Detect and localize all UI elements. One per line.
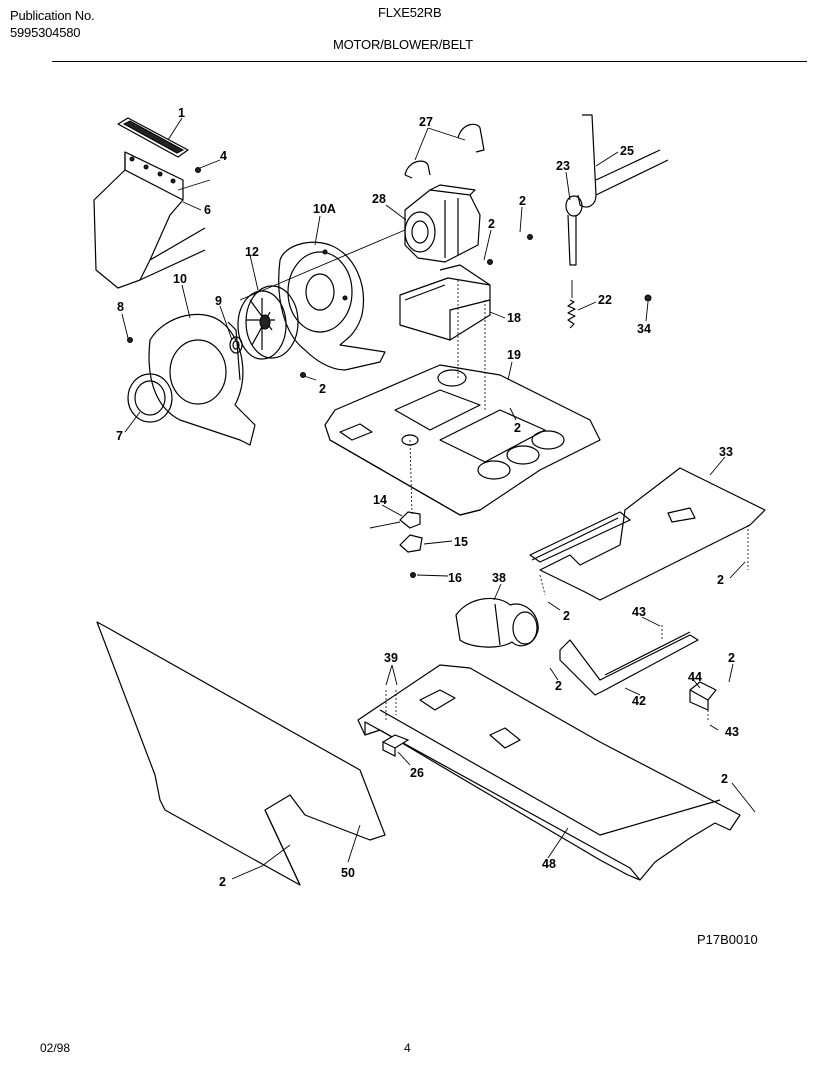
part-28-motor xyxy=(404,184,481,263)
callout-43-bottom: 43 xyxy=(725,725,739,739)
part-18-motor-mount xyxy=(399,264,491,341)
callout-labels: 1 4 6 10A 12 10 8 9 7 2 27 28 2 2 23 25 … xyxy=(116,106,739,889)
callout-33: 33 xyxy=(719,445,733,459)
model-number: FLXE52RB xyxy=(378,5,442,20)
callout-14: 14 xyxy=(373,493,387,507)
callout-2-motor-a: 2 xyxy=(488,217,495,231)
part-7-seal-ring xyxy=(127,373,173,423)
callout-2-panel: 2 xyxy=(717,573,724,587)
callout-6: 6 xyxy=(204,203,211,217)
part-6-blower-duct xyxy=(93,151,206,289)
callout-18: 18 xyxy=(507,311,521,325)
callout-2-panel50: 2 xyxy=(219,875,226,889)
part-50-rear-panel xyxy=(96,621,386,886)
callout-28: 28 xyxy=(372,192,386,206)
callout-38: 38 xyxy=(492,571,506,585)
callout-7: 7 xyxy=(116,429,123,443)
page-number: 4 xyxy=(404,1041,411,1055)
callout-23: 23 xyxy=(556,159,570,173)
callout-16: 16 xyxy=(448,571,462,585)
part-42-bracket xyxy=(559,631,699,696)
part-10a-blower-housing-rear xyxy=(278,241,386,371)
callout-34: 34 xyxy=(637,322,651,336)
part-19-motor-base xyxy=(324,364,601,516)
callout-8: 8 xyxy=(117,300,124,314)
callout-26: 26 xyxy=(410,766,424,780)
part-33-rail xyxy=(529,467,766,601)
part-23-idler-pulley xyxy=(565,195,583,266)
callout-25: 25 xyxy=(620,144,634,158)
part-25-idler-arm xyxy=(577,114,669,208)
callout-9: 9 xyxy=(215,294,222,308)
callout-4: 4 xyxy=(220,149,227,163)
callout-15: 15 xyxy=(454,535,468,549)
publication-number: 5995304580 xyxy=(10,25,81,40)
part-38-duct xyxy=(455,597,539,648)
callout-2-motor-b: 2 xyxy=(519,194,526,208)
part-27-motor-clips xyxy=(404,123,485,179)
part-14-15-16-leveling xyxy=(369,511,423,578)
publication-label: Publication No. xyxy=(10,8,95,23)
section-title: MOTOR/BLOWER/BELT xyxy=(333,37,473,52)
callout-1: 1 xyxy=(178,106,185,120)
part-34-screw xyxy=(644,294,652,302)
callout-12: 12 xyxy=(245,245,259,259)
callout-43-top: 43 xyxy=(632,605,646,619)
part-48-base-frame xyxy=(357,664,741,881)
part-22-idler-spring xyxy=(567,280,576,329)
callout-2-blower: 2 xyxy=(319,382,326,396)
callout-19: 19 xyxy=(507,348,521,362)
callout-27: 27 xyxy=(419,115,433,129)
part-44-clip xyxy=(689,681,717,711)
header-divider xyxy=(52,61,807,62)
callout-2-bracket: 2 xyxy=(555,679,562,693)
part-1-seal-strip xyxy=(117,117,189,158)
callout-22: 22 xyxy=(598,293,612,307)
callout-10: 10 xyxy=(173,272,187,286)
motor-screws xyxy=(487,234,533,265)
belt-line xyxy=(177,179,406,301)
callout-44: 44 xyxy=(688,670,702,684)
blower-screws xyxy=(127,167,306,378)
callout-2-clip: 2 xyxy=(728,651,735,665)
part-10-blower-housing-front xyxy=(148,313,256,446)
callout-10a: 10A xyxy=(313,202,336,216)
footer-date: 02/98 xyxy=(40,1041,71,1055)
callout-2-duct: 2 xyxy=(563,609,570,623)
drawing-id: P17B0010 xyxy=(697,932,758,947)
callout-50: 50 xyxy=(341,866,355,880)
callout-48: 48 xyxy=(542,857,556,871)
callout-2-rail: 2 xyxy=(721,772,728,786)
leader-lines xyxy=(121,117,756,880)
callout-39: 39 xyxy=(384,651,398,665)
part-26-pad xyxy=(381,734,410,757)
callout-42: 42 xyxy=(632,694,646,708)
alignment-lines xyxy=(385,280,749,720)
callout-2-base: 2 xyxy=(514,421,521,435)
